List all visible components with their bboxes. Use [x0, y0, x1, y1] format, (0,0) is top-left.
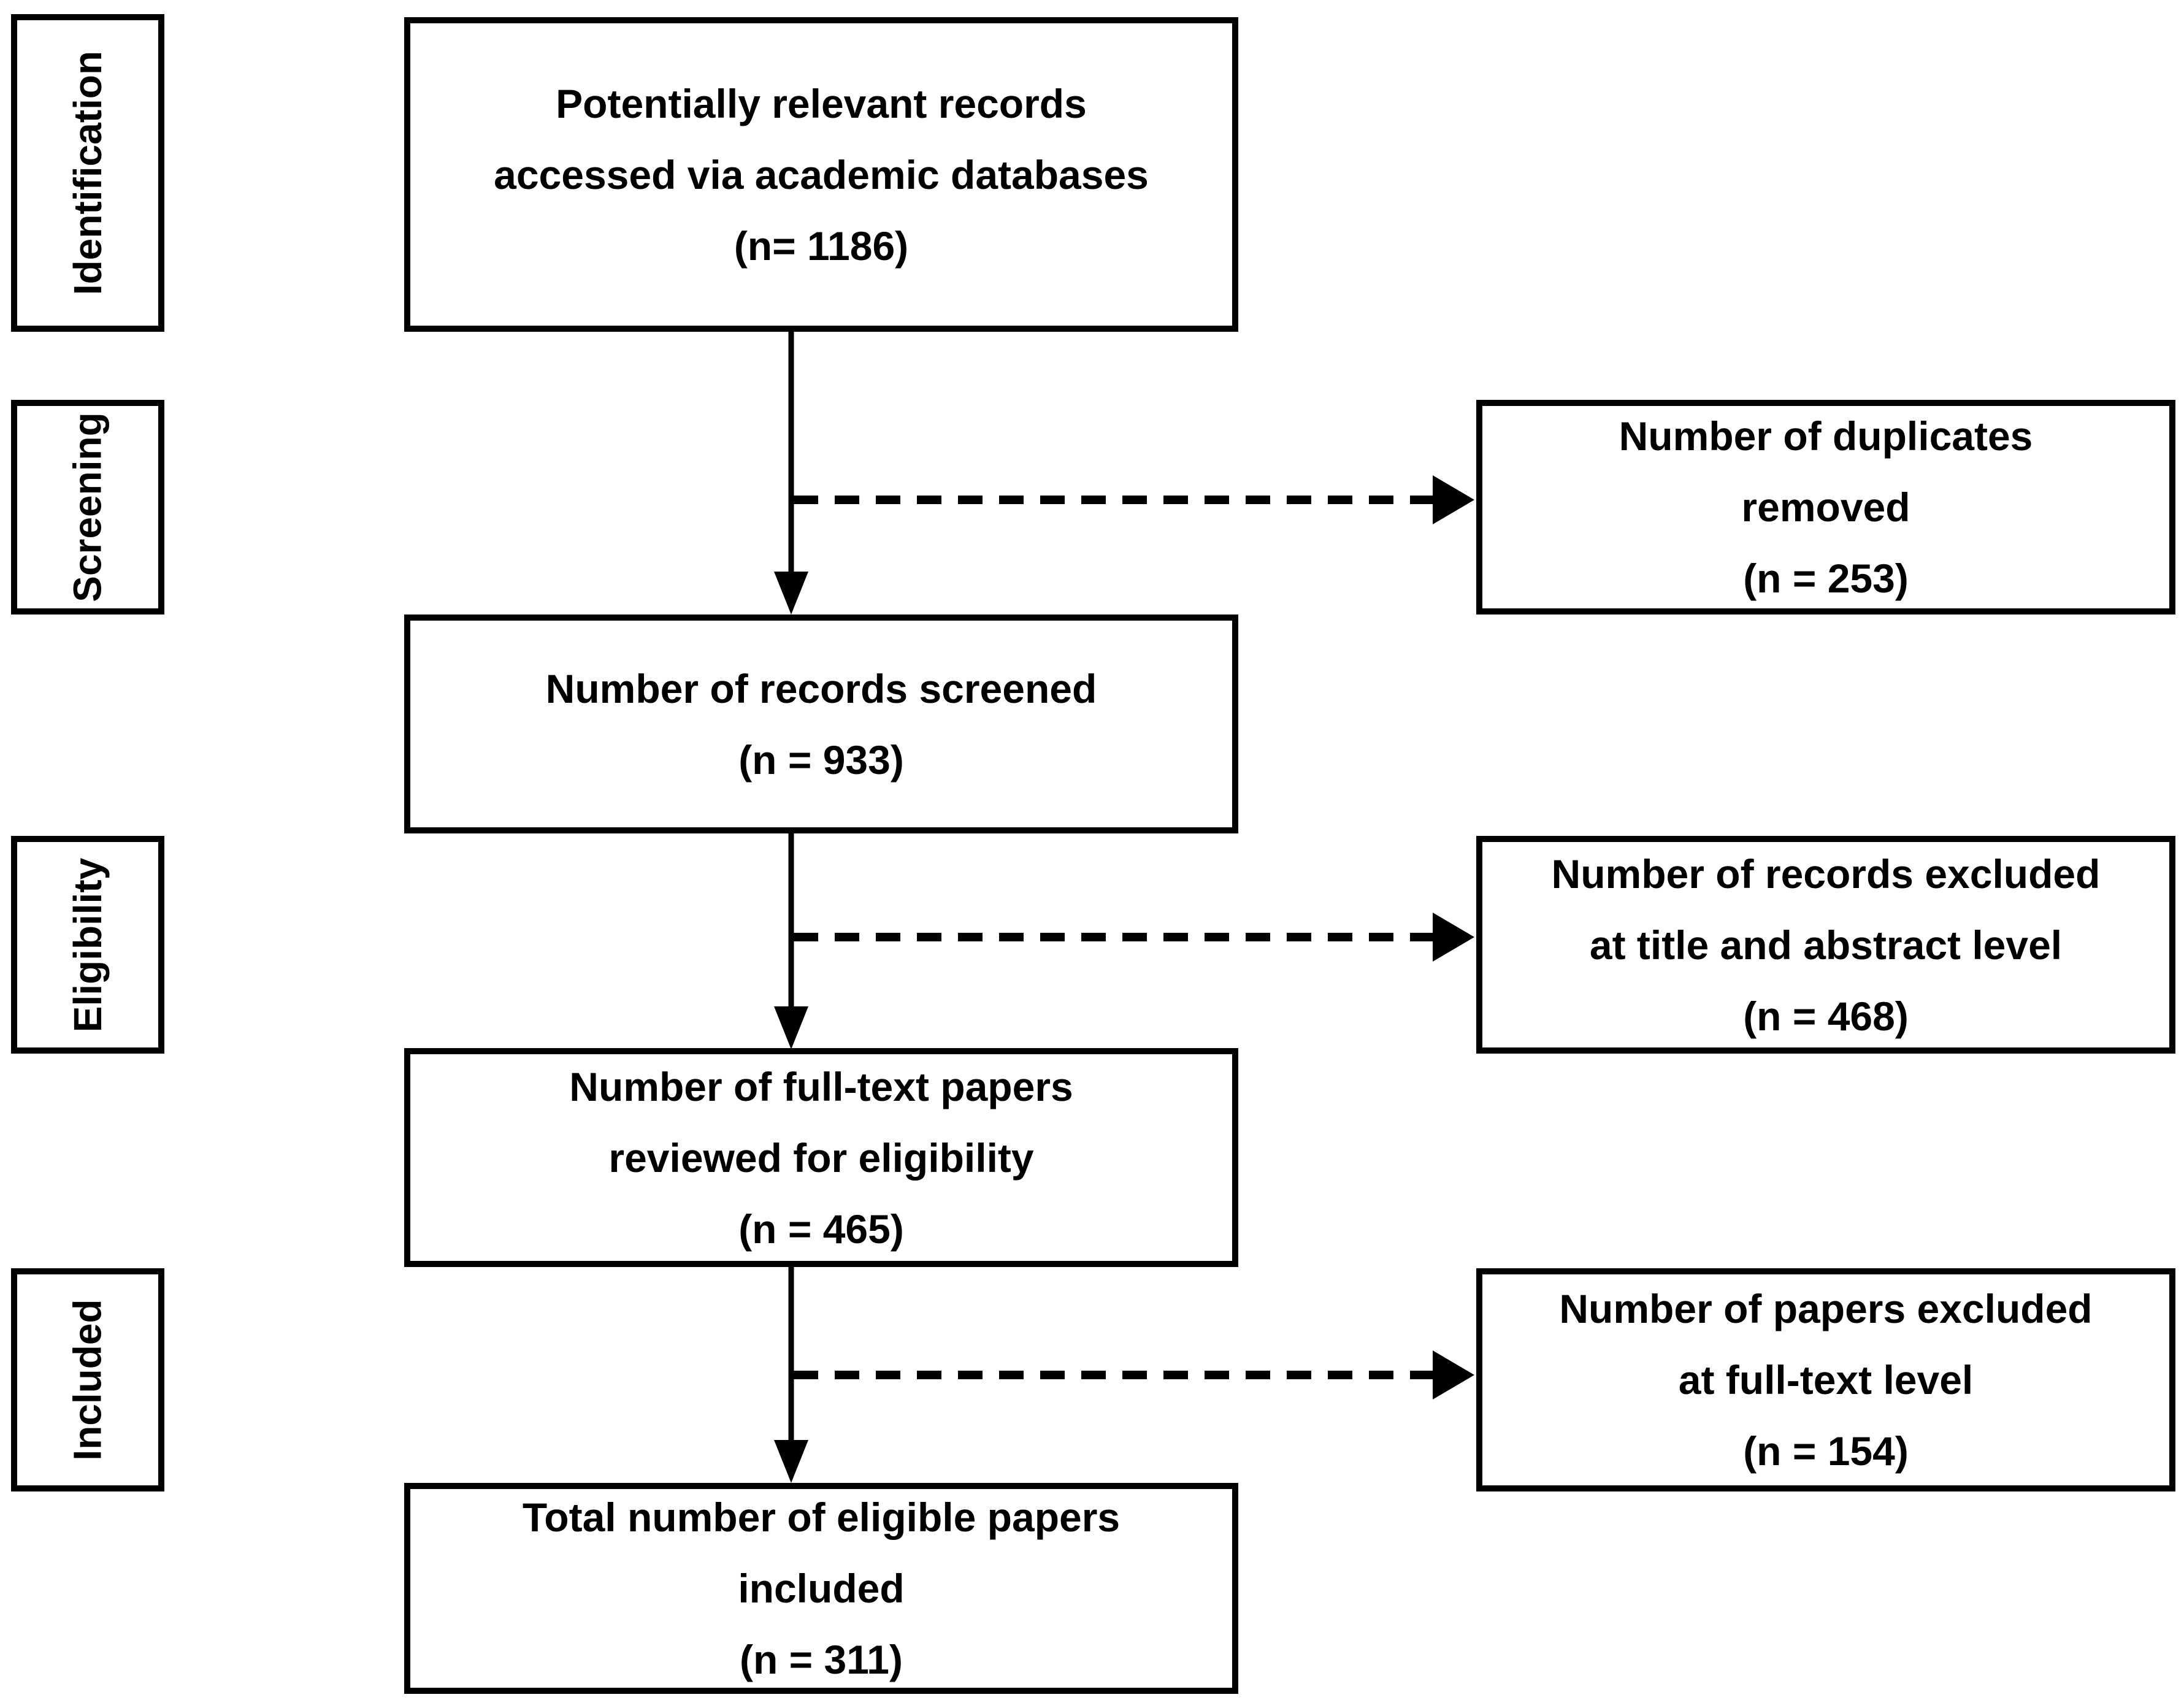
flow-box-fulltext-reviewed: Number of full-text papers reviewed for … — [404, 1048, 1238, 1267]
stage-box-screening: Screening — [11, 400, 164, 615]
exclusion-box-title-abstract-excluded-text: Number of records excluded at title and … — [1551, 851, 2101, 1039]
exclusion-box-fulltext-excluded: Number of papers excluded at full-text l… — [1476, 1268, 2175, 1491]
exclusion-box-duplicates-removed-text: Number of duplicates removed (n = 253) — [1619, 413, 2033, 601]
arrowhead-down-icon — [774, 1006, 808, 1049]
exclusion-box-title-abstract-excluded: Number of records excluded at title and … — [1476, 836, 2175, 1054]
stage-box-included: Included — [11, 1268, 164, 1491]
stage-box-identification: Identification — [11, 14, 164, 332]
flow-box-fulltext-reviewed-text: Number of full-text papers reviewed for … — [569, 1063, 1073, 1252]
flow-box-records-identified-text: Potentially relevant records accessed vi… — [494, 80, 1149, 269]
arrowhead-right-icon — [1433, 913, 1474, 962]
flow-box-papers-included-text: Total number of eligible papers included… — [522, 1495, 1121, 1682]
flow-box-papers-included: Total number of eligible papers included… — [404, 1483, 1238, 1694]
exclusion-box-fulltext-excluded-text: Number of papers excluded at full-text l… — [1559, 1286, 2093, 1474]
flow-box-records-screened: Number of records screened (n = 933) — [404, 615, 1238, 833]
stage-label-included: Included — [66, 1299, 110, 1461]
exclusion-box-duplicates-removed: Number of duplicates removed (n = 253) — [1476, 400, 2175, 615]
stage-label-screening: Screening — [66, 412, 110, 602]
flow-box-records-identified: Potentially relevant records accessed vi… — [404, 17, 1238, 332]
arrowhead-down-icon — [774, 572, 808, 615]
stage-box-eligibility: Eligibility — [11, 836, 164, 1054]
arrowhead-right-icon — [1433, 1350, 1474, 1399]
stage-label-eligibility: Eligibility — [66, 857, 110, 1032]
arrowhead-right-icon — [1433, 475, 1474, 524]
stage-label-identification: Identification — [66, 50, 110, 296]
flow-box-records-screened-text: Number of records screened (n = 933) — [545, 665, 1097, 783]
